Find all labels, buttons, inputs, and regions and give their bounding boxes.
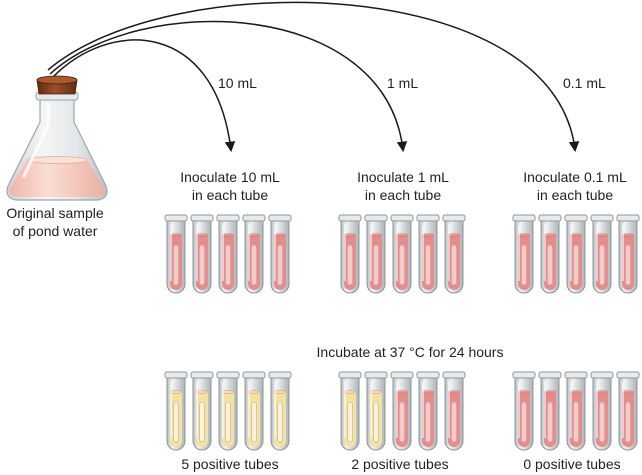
result-tube-set3-3 bbox=[564, 371, 588, 451]
instruction-1ml-line1: Inoculate 1 mL bbox=[357, 169, 449, 185]
instruction-1ml: Inoculate 1 mL in each tube bbox=[333, 168, 473, 204]
volume-label-0-1ml: 0.1 mL bbox=[563, 75, 606, 91]
arrow-0-1ml bbox=[47, 1, 580, 153]
instruction-0-1ml: Inoculate 0.1 mL in each tube bbox=[505, 168, 642, 204]
result-tube-set2-2 bbox=[364, 371, 388, 451]
result-tube-set2-3 bbox=[390, 371, 414, 451]
inoculated-tube-set2-1 bbox=[338, 214, 362, 294]
instruction-1ml-line2: in each tube bbox=[364, 187, 442, 203]
inoculated-tube-set3-5 bbox=[616, 214, 640, 294]
result-tube-set3-1 bbox=[512, 371, 536, 451]
volume-label-10ml: 10 mL bbox=[218, 75, 257, 91]
flask-icon bbox=[6, 75, 108, 201]
arrow-10ml bbox=[51, 39, 236, 153]
result-tube-set3-4 bbox=[590, 371, 614, 451]
instruction-0-1ml-line1: Inoculate 0.1 mL bbox=[523, 169, 627, 185]
inoculated-tube-set2-3 bbox=[390, 214, 414, 294]
result-label-2: 2 positive tubes bbox=[351, 456, 449, 472]
inoculated-tube-set3-3 bbox=[564, 214, 588, 294]
instruction-10ml-line1: Inoculate 10 mL bbox=[180, 169, 280, 185]
inoculated-tube-set3-2 bbox=[538, 214, 562, 294]
instruction-10ml: Inoculate 10 mL in each tube bbox=[160, 168, 300, 204]
flask-caption: Original sample of pond water bbox=[0, 204, 110, 240]
inoculated-tube-set2-2 bbox=[364, 214, 388, 294]
inoculated-tube-set3-4 bbox=[590, 214, 614, 294]
volume-label-1ml: 1 mL bbox=[387, 75, 419, 91]
instruction-10ml-line2: in each tube bbox=[191, 187, 269, 203]
result-label-3: 0 positive tubes bbox=[523, 456, 621, 472]
inoculated-tube-set2-5 bbox=[442, 214, 466, 294]
inoculated-tube-set1-2 bbox=[190, 214, 214, 294]
inoculated-tube-set1-4 bbox=[242, 214, 266, 294]
inoculated-tube-set1-1 bbox=[164, 214, 188, 294]
result-tube-set2-4 bbox=[416, 371, 440, 451]
instruction-0-1ml-line2: in each tube bbox=[536, 187, 614, 203]
result-tube-set1-3 bbox=[216, 371, 240, 451]
result-tube-set3-5 bbox=[616, 371, 640, 451]
flask-liquid bbox=[9, 160, 105, 197]
result-tube-set1-2 bbox=[190, 371, 214, 451]
result-tube-set1-4 bbox=[242, 371, 266, 451]
flask-caption-line2: of pond water bbox=[12, 223, 98, 239]
result-tube-set2-5 bbox=[442, 371, 466, 451]
arrow-1ml bbox=[49, 20, 408, 153]
inoculated-tube-set1-5 bbox=[268, 214, 292, 294]
inoculated-tube-set2-4 bbox=[416, 214, 440, 294]
result-tube-set1-1 bbox=[164, 371, 188, 451]
result-tube-set1-5 bbox=[268, 371, 292, 451]
tube-grid bbox=[164, 214, 640, 451]
inoculated-tube-set1-3 bbox=[216, 214, 240, 294]
result-tube-set2-1 bbox=[338, 371, 362, 451]
flask-caption-line1: Original sample bbox=[6, 205, 104, 221]
transfer-arrows bbox=[47, 1, 580, 153]
result-tube-set3-2 bbox=[538, 371, 562, 451]
inoculated-tube-set3-1 bbox=[512, 214, 536, 294]
incubation-label: Incubate at 37 °C for 24 hours bbox=[316, 344, 504, 360]
result-label-1: 5 positive tubes bbox=[181, 456, 279, 472]
